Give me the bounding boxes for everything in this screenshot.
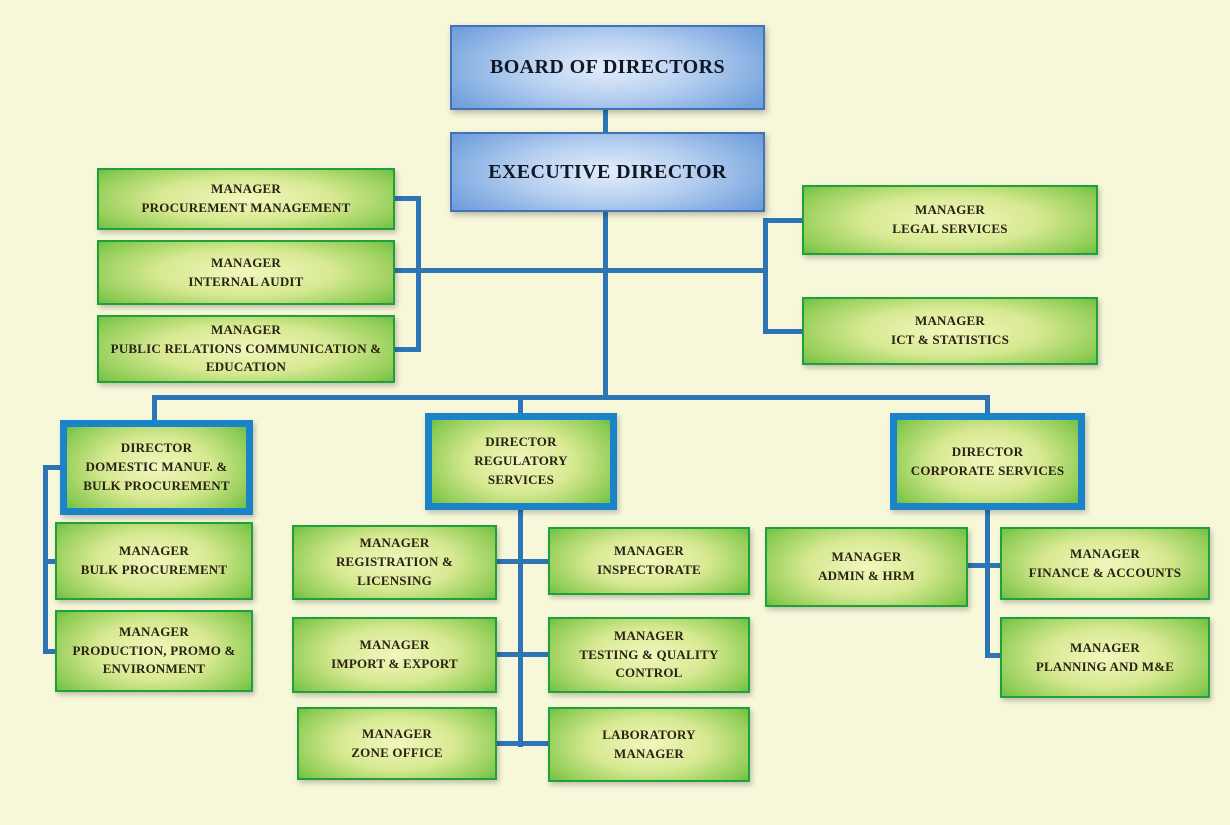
node-role: MANAGER — [1069, 639, 1140, 655]
org-node-manager-finance-accounts: MANAGER FINANCE & ACCOUNTS — [1000, 527, 1210, 600]
org-node-director-domestic-manuf-bulk-procurement: DIRECTOR DOMESTIC MANUF. & BULK PROCUREM… — [60, 420, 253, 515]
connector-regulatory-row2 — [494, 652, 551, 657]
node-role: MANAGER — [613, 543, 684, 559]
node-unit: REGULATORY SERVICES — [474, 453, 568, 487]
connector-stub-procurement — [390, 196, 421, 201]
node-role: MANAGER — [1069, 545, 1140, 561]
org-node-executive-director: EXECUTIVE DIRECTOR — [450, 132, 765, 212]
org-node-manager-import-export: MANAGER IMPORT & EXPORT — [292, 617, 497, 693]
node-unit: IMPORT & EXPORT — [331, 656, 458, 671]
org-node-manager-zone-office: MANAGER ZONE OFFICE — [297, 707, 497, 780]
connector-drop-regulatory — [518, 395, 523, 418]
connector-upper-horizontal — [416, 268, 768, 273]
org-node-manager-testing-quality-control: MANAGER TESTING & QUALITY CONTROL — [548, 617, 750, 693]
org-node-manager-public-relations: MANAGER PUBLIC RELATIONS COMMUNICATION &… — [97, 315, 395, 383]
connector-stub-legal — [763, 218, 808, 223]
node-unit: LEGAL SERVICES — [892, 221, 1008, 236]
node-unit: CORPORATE SERVICES — [910, 462, 1065, 478]
org-node-manager-internal-audit: MANAGER INTERNAL AUDIT — [97, 240, 395, 305]
node-unit: BULK PROCUREMENT — [80, 562, 228, 577]
connector-corporate-spine — [985, 505, 990, 657]
connector-stub-planning — [985, 653, 1003, 658]
node-role: MANAGER — [613, 627, 684, 643]
org-node-laboratory-manager: LABORATORY MANAGER — [548, 707, 750, 782]
connector-board-exec — [603, 105, 608, 137]
node-unit: PROCUREMENT MANAGEMENT — [141, 200, 351, 215]
org-node-director-corporate-services: DIRECTOR CORPORATE SERVICES — [890, 413, 1085, 510]
node-unit: ADMIN & HRM — [818, 568, 915, 583]
node-role: DIRECTOR — [485, 434, 557, 450]
org-node-manager-admin-hrm: MANAGER ADMIN & HRM — [765, 527, 968, 607]
node-unit: PLANNING AND M&E — [1035, 658, 1175, 674]
org-node-director-regulatory-services: DIRECTOR REGULATORY SERVICES — [425, 413, 617, 510]
connector-left-bracket — [416, 196, 421, 352]
node-unit: INSPECTORATE — [597, 562, 701, 577]
node-role: MANAGER — [118, 623, 189, 639]
node-role: MANAGER — [210, 254, 281, 270]
connector-regulatory-spine — [518, 505, 523, 747]
connector-stub-bulk — [43, 559, 60, 564]
node-unit: PUBLIC RELATIONS COMMUNICATION & EDUCATI… — [110, 340, 382, 375]
node-role: DIRECTOR — [120, 440, 193, 456]
connector-stub-internal-audit — [390, 268, 421, 273]
node-unit: PRODUCTION, PROMO & ENVIRONMENT — [72, 642, 236, 677]
node-unit: FINANCE & ACCOUNTS — [1028, 564, 1182, 580]
connector-regulatory-row3 — [494, 741, 551, 746]
connector-drop-domestic — [152, 395, 157, 425]
node-role: MANAGER — [210, 321, 281, 337]
node-role: MANAGER — [359, 637, 430, 653]
org-node-manager-procurement-management: MANAGER PROCUREMENT MANAGEMENT — [97, 168, 395, 230]
node-unit: MANAGER — [613, 745, 684, 761]
node-unit: INTERNAL AUDIT — [188, 273, 304, 289]
org-node-manager-ict-statistics: MANAGER ICT & STATISTICS — [802, 297, 1098, 365]
node-role: DIRECTOR — [951, 443, 1024, 459]
connector-corporate-row1 — [965, 563, 1003, 568]
connector-regulatory-row1 — [494, 559, 551, 564]
org-node-manager-registration-licensing: MANAGER REGISTRATION & LICENSING — [292, 525, 497, 600]
node-role: LABORATORY — [602, 726, 696, 742]
node-role: MANAGER — [118, 543, 189, 559]
node-unit: ICT & STATISTICS — [890, 332, 1010, 347]
node-role: MANAGER — [914, 202, 985, 218]
org-node-manager-production-promo-environment: MANAGER PRODUCTION, PROMO & ENVIRONMENT — [55, 610, 253, 692]
node-unit: DOMESTIC MANUF. & BULK PROCUREMENT — [83, 459, 230, 493]
connector-stub-production — [43, 649, 60, 654]
node-role: MANAGER — [361, 725, 432, 741]
connector-right-bracket — [763, 218, 768, 334]
org-node-board-of-directors: BOARD OF DIRECTORS — [450, 25, 765, 110]
node-unit: REGISTRATION & LICENSING — [335, 554, 454, 588]
node-unit: TESTING & QUALITY CONTROL — [579, 646, 719, 681]
node-label: BOARD OF DIRECTORS — [489, 56, 725, 78]
org-node-manager-planning-me: MANAGER PLANNING AND M&E — [1000, 617, 1210, 698]
connector-stub-public-relations — [390, 347, 421, 352]
connector-stub-ict — [763, 329, 808, 334]
node-label: EXECUTIVE DIRECTOR — [488, 160, 727, 183]
org-node-manager-inspectorate: MANAGER INSPECTORATE — [548, 527, 750, 595]
node-role: MANAGER — [210, 181, 281, 197]
node-role: MANAGER — [359, 535, 430, 551]
connector-lower-horizontal — [152, 395, 990, 400]
org-node-manager-bulk-procurement: MANAGER BULK PROCUREMENT — [55, 522, 253, 600]
connector-exec-trunk — [603, 207, 608, 400]
connector-drop-corporate — [985, 395, 990, 418]
org-node-manager-legal-services: MANAGER LEGAL SERVICES — [802, 185, 1098, 255]
node-unit: ZONE OFFICE — [351, 744, 443, 760]
node-role: MANAGER — [831, 549, 902, 565]
connector-stub-domestic-director — [43, 465, 65, 470]
node-role: MANAGER — [914, 313, 985, 329]
